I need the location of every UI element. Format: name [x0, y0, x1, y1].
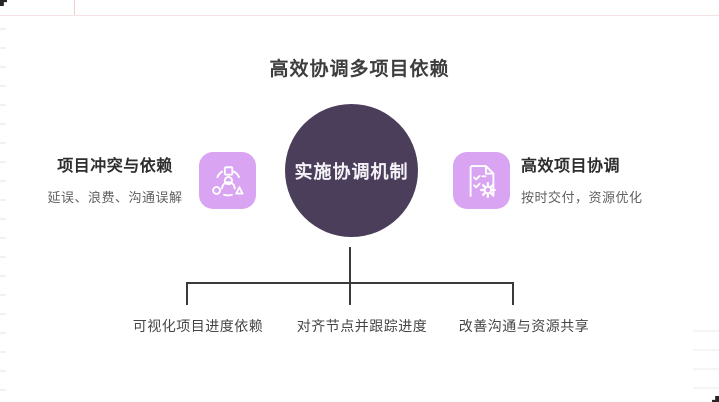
checklist-gear-icon [460, 159, 504, 203]
right-edge-dashes [693, 330, 719, 402]
left-icon-tile [199, 152, 256, 209]
bottom-right-corner-mark [712, 396, 719, 402]
left-subtitle: 延误、浪费、沟通误解 [47, 190, 183, 205]
left-heading: 项目冲突与依赖 [57, 158, 173, 175]
connector-stub-center [349, 283, 351, 305]
left-edge-dashes [0, 28, 6, 402]
left-text-block: 项目冲突与依赖 延误、浪费、沟通误解 [45, 152, 185, 206]
bottom-item-label: 改善沟通与资源共享 [458, 318, 590, 334]
central-node-label: 实施协调机制 [294, 161, 409, 182]
connector-stub-right [512, 283, 514, 305]
connector-feeder-line [349, 247, 351, 283]
top-left-corner-mark [0, 0, 7, 6]
connector-stub-left [186, 283, 188, 305]
right-text-block: 高效项目协调 按时交付，资源优化 [521, 152, 701, 206]
bottom-item-label: 对齐节点并跟踪进度 [296, 318, 428, 334]
bottom-item-label: 可视化项目进度依赖 [132, 318, 264, 334]
central-node: 实施协调机制 [285, 104, 418, 237]
faint-vertical-guide [74, 0, 75, 15]
page-title: 高效协调多项目依赖 [269, 59, 450, 80]
team-shapes-icon [206, 159, 250, 203]
right-icon-tile [453, 152, 510, 209]
faint-horizontal-guide [0, 15, 719, 16]
right-heading: 高效项目协调 [521, 158, 621, 175]
right-subtitle: 按时交付，资源优化 [521, 190, 643, 205]
